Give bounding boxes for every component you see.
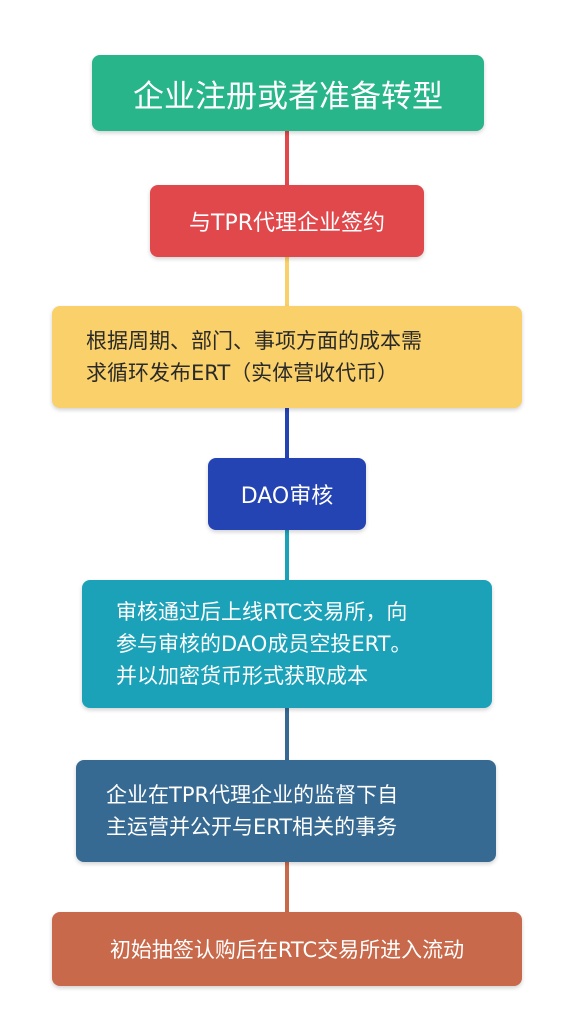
step-sign-with-tpr: 与TPR代理企业签约 <box>150 185 424 257</box>
connector-1-2 <box>285 131 289 185</box>
connector-6-7 <box>285 862 289 912</box>
connector-4-5 <box>285 530 289 580</box>
step-register-or-transform: 企业注册或者准备转型 <box>92 55 484 131</box>
step-self-operate: 企业在TPR代理企业的监督下自 主运营并公开与ERT相关的事务 <box>76 760 496 862</box>
step-label: DAO审核 <box>240 484 334 509</box>
step-label: 根据周期、部门、事项方面的成本需 求循环发布ERT（实体营收代币） <box>86 329 422 385</box>
step-label: 初始抽签认购后在RTC交易所进入流动 <box>109 938 465 962</box>
step-label: 企业在TPR代理企业的监督下自 主运营并公开与ERT相关的事务 <box>106 783 399 839</box>
step-label: 审核通过后上线RTC交易所，向 参与审核的DAO成员空投ERT。 并以加密货币形… <box>116 600 412 688</box>
step-issue-ert: 根据周期、部门、事项方面的成本需 求循环发布ERT（实体营收代币） <box>52 306 522 408</box>
step-list-on-rtc: 审核通过后上线RTC交易所，向 参与审核的DAO成员空投ERT。 并以加密货币形… <box>82 580 492 708</box>
connector-3-4 <box>285 408 289 458</box>
step-lottery-subscription: 初始抽签认购后在RTC交易所进入流动 <box>52 912 522 986</box>
step-label: 与TPR代理企业签约 <box>189 211 385 236</box>
step-dao-review: DAO审核 <box>208 458 366 530</box>
connector-5-6 <box>285 708 289 760</box>
step-label: 企业注册或者准备转型 <box>133 78 443 115</box>
connector-2-3 <box>285 257 289 306</box>
